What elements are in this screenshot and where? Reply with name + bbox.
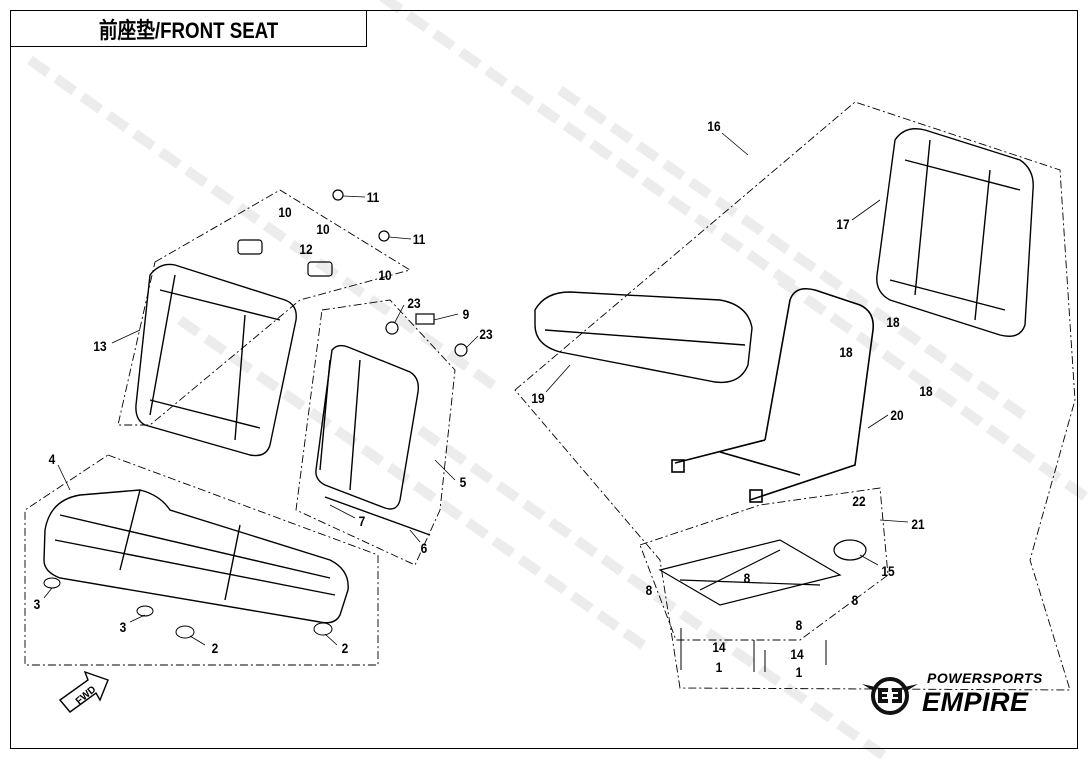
callout: 16 — [707, 118, 721, 134]
group-outline-cushion — [24, 454, 379, 666]
callout: 13 — [93, 338, 107, 354]
callout: 22 — [852, 493, 866, 509]
seat-cushion — [43, 489, 349, 624]
seat-frame — [671, 287, 875, 503]
callout: 11 — [366, 189, 380, 205]
callout: 21 — [911, 516, 925, 532]
feet — [43, 577, 333, 639]
brand-logo: POWERSPORTS EMPIRE — [862, 670, 1067, 720]
hinge-left — [237, 239, 263, 255]
fwd-arrow — [58, 670, 109, 713]
page-title: 前座垫/FRONT SEAT — [98, 17, 279, 43]
nut-11b — [378, 230, 390, 242]
group-outline-slider — [639, 487, 889, 641]
group-outline-right-seat — [514, 101, 1076, 691]
callout: 14 — [712, 639, 726, 655]
backrest-left — [135, 263, 297, 457]
callout: 7 — [358, 513, 366, 529]
seat-bottom-right — [534, 291, 753, 384]
callout: 2 — [341, 640, 349, 656]
logo-line2: EMPIRE — [922, 687, 1029, 717]
backrest-right — [876, 128, 1034, 337]
group-outline-backrest-left — [117, 189, 412, 426]
bumper-23a — [385, 321, 399, 335]
backrest-middle — [315, 344, 431, 536]
nut-11a — [332, 189, 344, 201]
hinge-right — [307, 261, 333, 277]
callout: 23 — [407, 295, 421, 311]
callout: 15 — [881, 563, 895, 579]
callout: 20 — [890, 407, 904, 423]
title-box: 前座垫/FRONT SEAT — [10, 10, 367, 47]
callout: 8 — [795, 617, 803, 633]
callout: 1 — [795, 664, 803, 680]
callout: 5 — [459, 474, 467, 490]
callout: 18 — [919, 383, 933, 399]
callout: 10 — [278, 204, 292, 220]
callout: 2 — [211, 640, 219, 656]
callout: 6 — [420, 540, 428, 556]
callout: 10 — [378, 267, 392, 283]
callout: 18 — [839, 344, 853, 360]
callout: 11 — [412, 231, 426, 247]
callout: 23 — [479, 326, 493, 342]
callout: 4 — [48, 451, 56, 467]
callout: 9 — [462, 306, 470, 322]
drawing-frame — [10, 10, 1078, 749]
logo-line1: POWERSPORTS — [927, 670, 1043, 686]
bolts — [680, 628, 827, 672]
callout: 14 — [790, 646, 804, 662]
callout: 17 — [836, 216, 850, 232]
callout: 8 — [743, 570, 751, 586]
callout: 3 — [33, 596, 41, 612]
logo-emblem-icon — [862, 677, 918, 715]
seat-slider — [658, 539, 867, 606]
callout: 10 — [316, 221, 330, 237]
bumper-23b — [454, 343, 468, 357]
callout: 3 — [119, 619, 127, 635]
callout: 8 — [851, 592, 859, 608]
callout: 19 — [531, 390, 545, 406]
callout: 1 — [715, 659, 723, 675]
callout: 8 — [645, 582, 653, 598]
callout: 18 — [886, 314, 900, 330]
latch-9 — [415, 313, 435, 325]
group-outline-backrest-mid — [295, 299, 456, 566]
callout: 12 — [299, 241, 313, 257]
